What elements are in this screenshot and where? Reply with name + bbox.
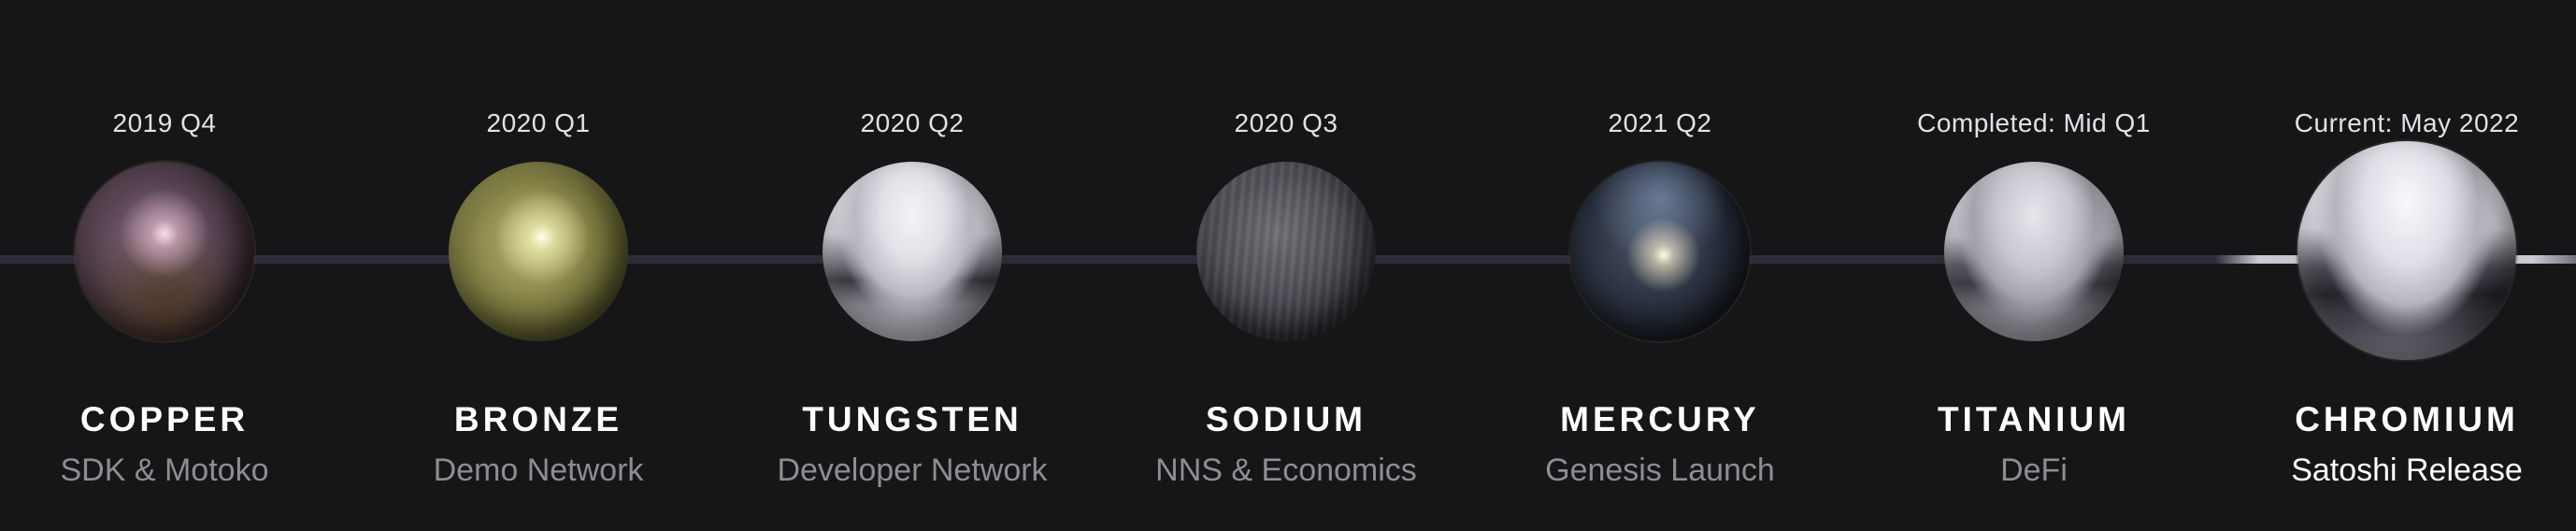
milestone-subtitle: DeFi: [2000, 452, 2068, 488]
milestone-name: MERCURY: [1560, 400, 1760, 438]
milestone-subtitle: Demo Network: [433, 452, 644, 488]
bronze-sphere-icon[interactable]: [449, 162, 628, 341]
copper-sphere-icon[interactable]: [75, 162, 254, 341]
milestone-name: CHROMIUM: [2295, 400, 2519, 438]
milestone-name: TUNGSTEN: [802, 400, 1023, 438]
milestone-subtitle: Developer Network: [777, 452, 1048, 488]
milestone-titanium[interactable]: Completed: Mid Q1 TITANIUM DeFi: [1856, 0, 2211, 531]
milestone-date: 2021 Q2: [1608, 108, 1712, 137]
milestone-tungsten[interactable]: 2020 Q2 TUNGSTEN Developer Network: [735, 0, 1090, 531]
milestone-subtitle: SDK & Motoko: [60, 452, 269, 488]
milestone-date: 2020 Q1: [486, 108, 591, 137]
mercury-sphere-icon[interactable]: [1570, 162, 1750, 341]
milestone-name: COPPER: [79, 400, 250, 438]
chromium-sphere-icon[interactable]: [2297, 141, 2516, 360]
milestone-date: 2019 Q4: [112, 108, 217, 137]
titanium-sphere-icon[interactable]: [1944, 162, 2124, 341]
milestone-subtitle: Genesis Launch: [1545, 452, 1775, 488]
milestone-date: Completed: Mid Q1: [1917, 108, 2151, 137]
tungsten-sphere-icon[interactable]: [823, 162, 1002, 341]
milestone-date: Current: May 2022: [2294, 108, 2520, 137]
milestone-sodium[interactable]: 2020 Q3 SODIUM NNS & Economics: [1109, 0, 1464, 531]
milestone-chromium[interactable]: Current: May 2022 CHROMIUM Satoshi Relea…: [2229, 0, 2576, 531]
milestone-subtitle: Satoshi Release: [2291, 452, 2523, 488]
milestone-bronze[interactable]: 2020 Q1 BRONZE Demo Network: [361, 0, 716, 531]
milestone-date: 2020 Q3: [1234, 108, 1338, 137]
milestone-name: SODIUM: [1206, 400, 1367, 438]
milestone-mercury[interactable]: 2021 Q2 MERCURY Genesis Launch: [1482, 0, 1838, 531]
milestone-copper[interactable]: 2019 Q4 COPPER SDK & Motoko: [0, 0, 342, 531]
milestone-name: TITANIUM: [1938, 400, 2130, 438]
milestone-subtitle: NNS & Economics: [1155, 452, 1417, 488]
milestone-date: 2020 Q2: [860, 108, 965, 137]
milestone-name: BRONZE: [453, 400, 623, 438]
sodium-sphere-icon[interactable]: [1196, 162, 1376, 341]
